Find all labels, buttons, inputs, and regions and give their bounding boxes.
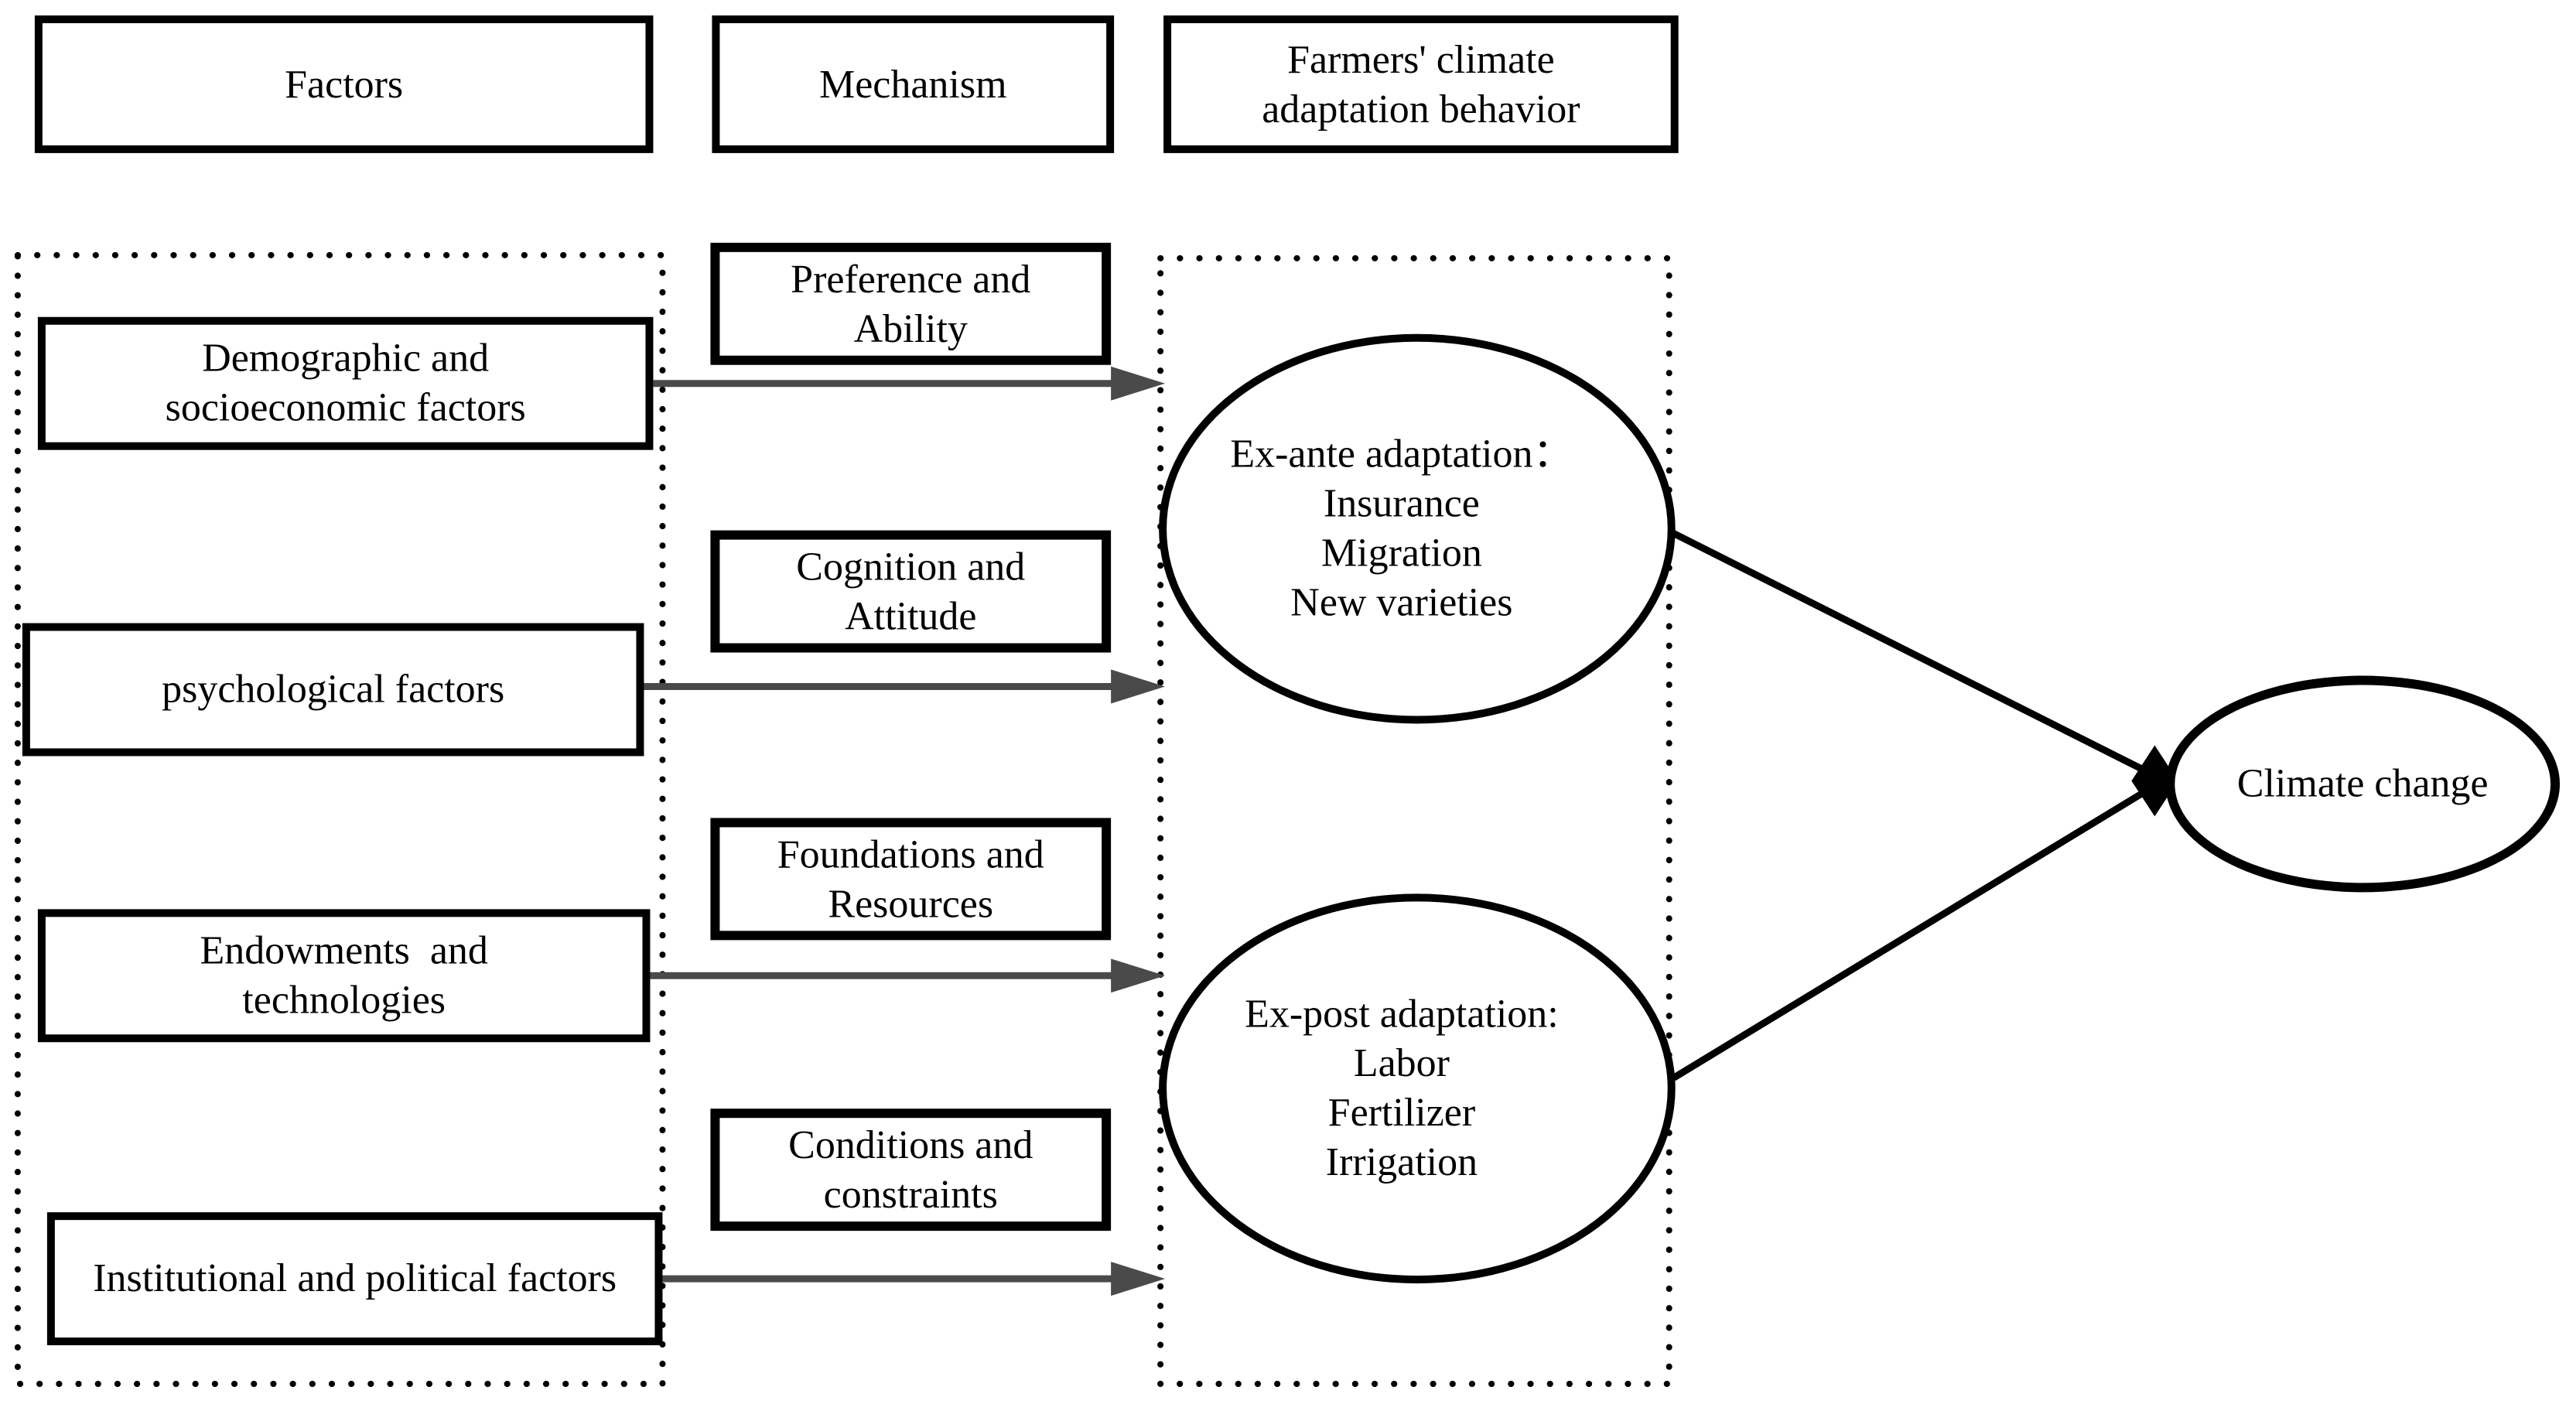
arrow-demographic-head <box>1111 366 1166 401</box>
arrow-psychological-head <box>1111 669 1166 704</box>
factor-box-demographic: Demographic and socioeconomic factors <box>37 316 654 450</box>
line-ex-post-to-climate <box>1672 785 2152 1081</box>
factor-box-psychological-label: psychological factors <box>162 666 505 712</box>
factor-box-psychological: psychological factors <box>22 623 644 757</box>
climate-change-label: Climate change <box>2236 760 2489 806</box>
arrow-endowments-head <box>1111 958 1166 993</box>
factor-box-endowments-label: Endowments and technologies <box>200 927 488 1023</box>
factor-box-institutional: Institutional and political factors <box>46 1212 663 1346</box>
ex-post-adaptation-ellipse: Ex-post adaptation: Labor Fertilizer Irr… <box>1159 893 1676 1284</box>
arrow-institutional-head <box>1111 1262 1166 1296</box>
header-factors-label: Factors <box>285 60 404 106</box>
mechanism-box-foundations: Foundations and Resources <box>710 818 1112 941</box>
mechanism-box-conditions: Conditions and constraints <box>710 1109 1112 1231</box>
factor-box-institutional-label: Institutional and political factors <box>93 1255 617 1301</box>
ex-post-adaptation-label: Ex-post adaptation: Labor Fertilizer Irr… <box>1245 991 1559 1185</box>
factor-box-endowments: Endowments and technologies <box>37 909 651 1043</box>
mechanism-box-preference: Preference and Ability <box>710 242 1112 365</box>
factor-box-demographic-label: Demographic and socioeconomic factors <box>165 335 526 430</box>
climate-change-ellipse: Climate change <box>2165 675 2561 893</box>
mechanism-box-cognition-label: Cognition and Attitude <box>796 543 1026 638</box>
header-behavior: Farmers' climate adaptation behavior <box>1163 15 1679 153</box>
ex-ante-adaptation-ellipse: Ex-ante adaptation： Insurance Migration … <box>1159 333 1676 724</box>
header-behavior-label: Farmers' climate adaptation behavior <box>1262 36 1580 131</box>
header-mechanism-label: Mechanism <box>819 60 1007 106</box>
mechanism-box-conditions-label: Conditions and constraints <box>788 1122 1033 1217</box>
mechanism-box-foundations-label: Foundations and Resources <box>777 831 1044 926</box>
ex-ante-adaptation-label: Ex-ante adaptation： Insurance Migration … <box>1230 431 1573 625</box>
header-factors: Factors <box>34 15 654 153</box>
mechanism-box-cognition: Cognition and Attitude <box>710 530 1112 653</box>
mechanism-box-preference-label: Preference and Ability <box>791 255 1031 350</box>
line-ex-ante-to-climate <box>1672 530 2152 777</box>
header-mechanism: Mechanism <box>712 15 1115 153</box>
